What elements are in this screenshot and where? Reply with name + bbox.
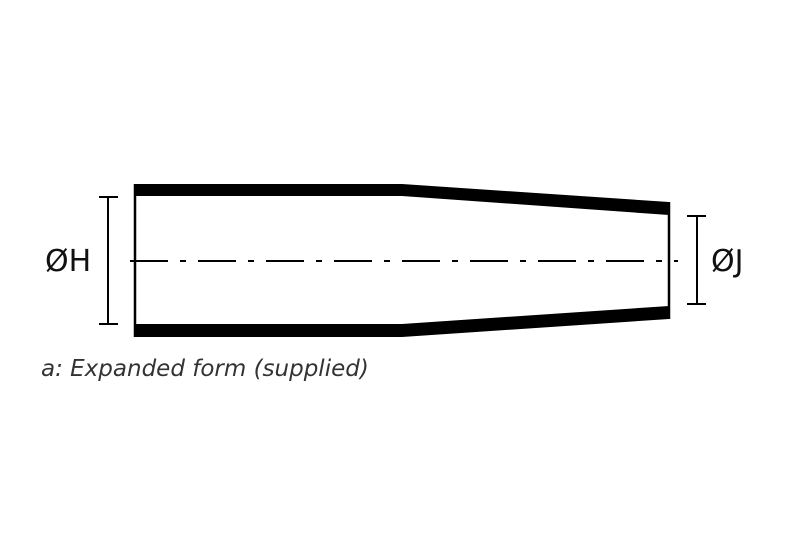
- sleeve-top-wall: [134, 184, 669, 215]
- dimension-j-label: ØJ: [711, 244, 744, 279]
- dimension-h: [99, 196, 118, 325]
- dimension-j: [687, 215, 706, 305]
- caption: a: Expanded form (supplied): [41, 356, 369, 382]
- dimension-h-label: ØH: [45, 244, 92, 279]
- sleeve-bottom-wall: [134, 306, 669, 337]
